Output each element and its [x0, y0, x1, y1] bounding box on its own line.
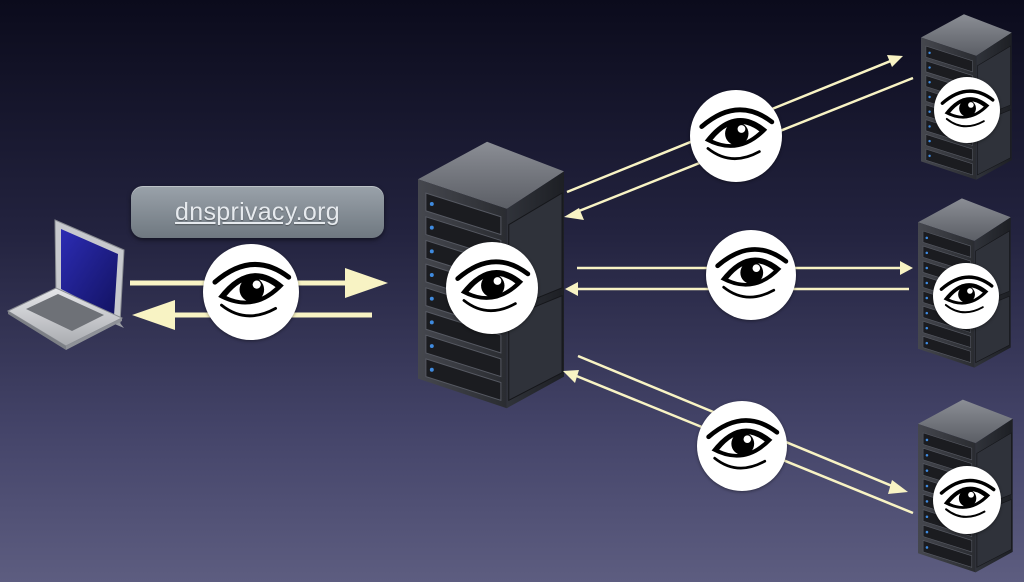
laptop-icon — [6, 219, 125, 350]
eye-icon — [203, 244, 299, 340]
eye-icon — [690, 90, 782, 182]
eye-icon — [933, 263, 999, 329]
eye-icon — [697, 401, 787, 491]
eye-icon — [446, 242, 538, 334]
eye-icon — [934, 77, 1000, 143]
query-domain-text: dnsprivacy.org — [175, 197, 340, 226]
query-domain-label: dnsprivacy.org — [131, 186, 384, 238]
eye-icon — [933, 466, 1001, 534]
eye-icon — [706, 230, 796, 320]
